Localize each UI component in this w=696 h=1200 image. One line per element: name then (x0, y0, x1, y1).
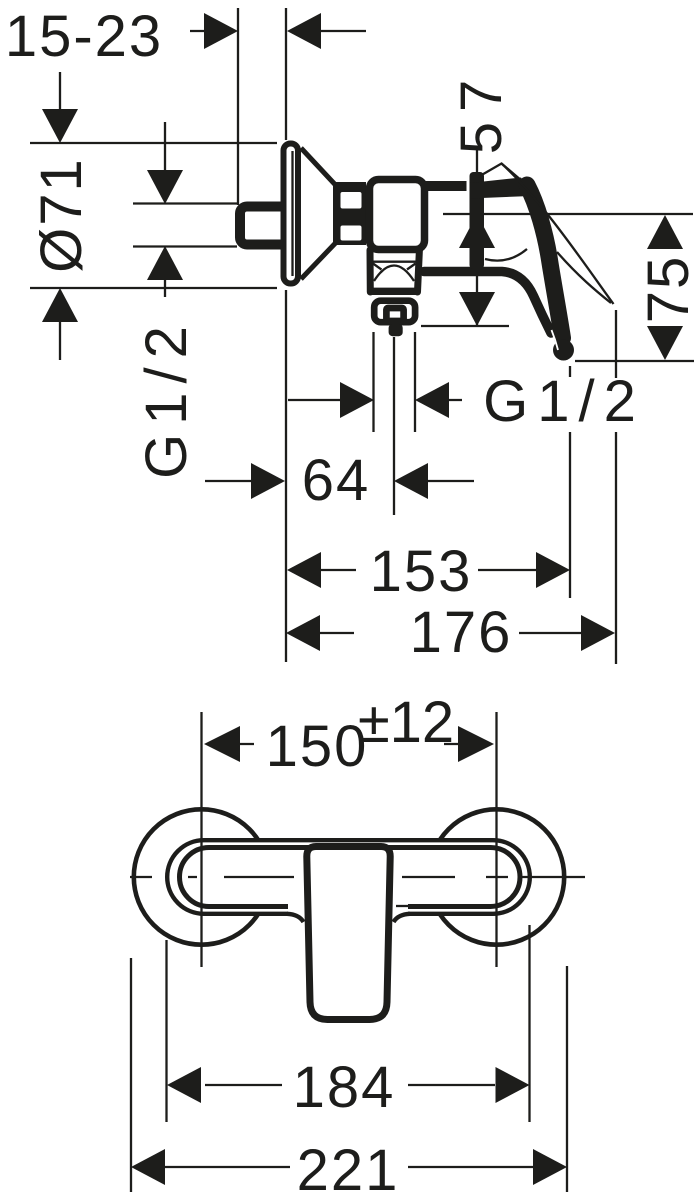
svg-text:57: 57 (449, 70, 514, 155)
svg-text:176: 176 (410, 600, 513, 665)
svg-text:150: 150 (266, 714, 369, 779)
svg-text:75: 75 (636, 255, 696, 324)
svg-text:184: 184 (293, 1055, 396, 1120)
svg-text:153: 153 (370, 539, 473, 604)
svg-text:Ø71: Ø71 (29, 157, 94, 273)
svg-text:221: 221 (297, 1138, 400, 1200)
svg-text:15-23: 15-23 (5, 4, 163, 69)
svg-text:±12: ±12 (358, 690, 454, 755)
svg-text:64: 64 (302, 448, 371, 513)
svg-text:G1/2: G1/2 (134, 317, 199, 479)
svg-text:G1/2: G1/2 (483, 369, 645, 434)
